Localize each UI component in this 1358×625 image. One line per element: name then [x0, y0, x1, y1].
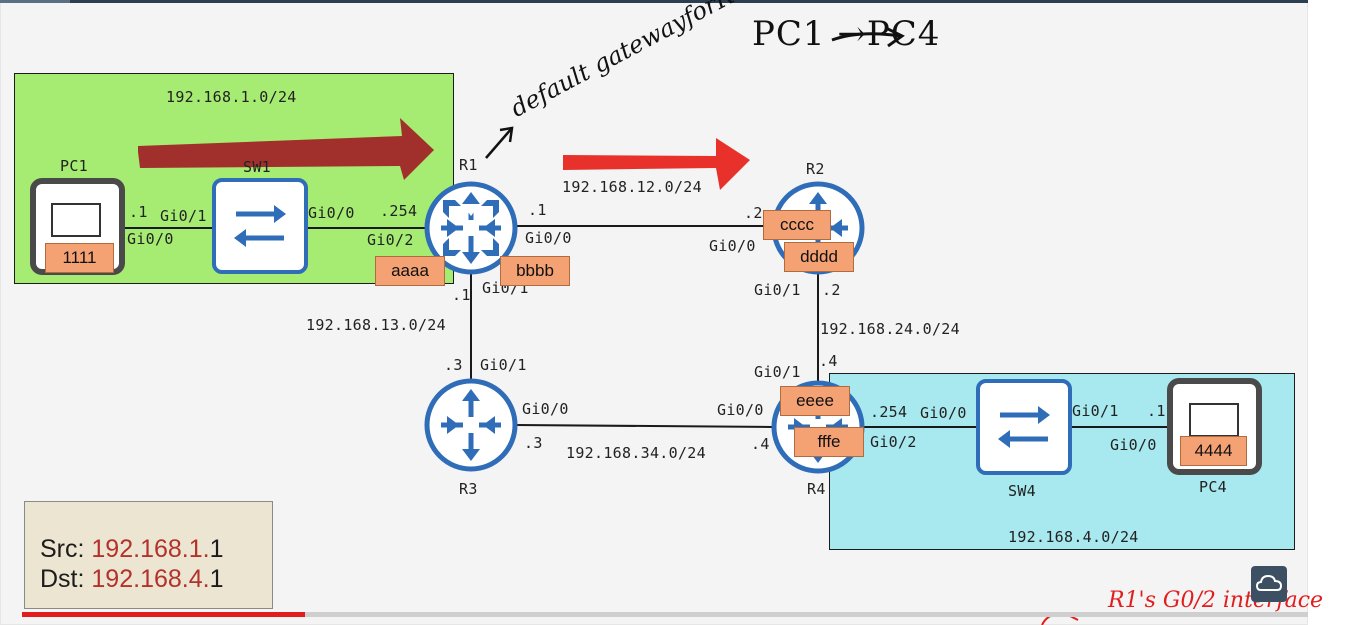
src-label: Src:: [40, 535, 85, 563]
if-r3-r1-host: .3: [444, 356, 463, 374]
pen-arrow-icon: [485, 126, 514, 159]
if-pc4-host: .1: [1147, 402, 1166, 420]
subnet-label-lan4: 192.168.4.0/24: [1008, 528, 1139, 546]
if-pc4: Gi0/0: [1110, 436, 1157, 454]
if-r4-r3-host: .4: [751, 435, 770, 453]
if-r2-r4: Gi0/1: [754, 281, 801, 299]
src-host: 1: [209, 535, 224, 563]
if-r2-r1: Gi0/0: [709, 237, 756, 255]
r1-icon: [424, 181, 518, 275]
dst-line: Dst: 192.168.4.1: [40, 564, 272, 594]
device-label-r3: R3: [459, 480, 478, 498]
window-top-bar-accent: [0, 0, 70, 3]
subnet-label-r2-r4: 192.168.24.0/24: [820, 320, 960, 338]
if-r3-r4: Gi0/0: [522, 400, 569, 418]
video-progress-bar[interactable]: [22, 612, 1308, 617]
if-r1-lan: Gi0/2: [367, 231, 414, 249]
subnet-label-r1-r3: 192.168.13.0/24: [306, 316, 446, 334]
dst-host: 1: [209, 565, 224, 593]
cloud-button[interactable]: [1251, 566, 1287, 602]
if-r3-r1: Gi0/1: [480, 356, 527, 374]
subnet-label-r1-r2: 192.168.12.0/24: [562, 178, 702, 196]
device-label-r1: R1: [459, 156, 478, 174]
mac-tag-r4-g01: eeee: [780, 386, 850, 416]
if-r2-r4-host: .2: [822, 281, 841, 299]
if-r4-r2-host: .4: [819, 352, 838, 370]
links: [124, 225, 1168, 428]
if-r2-r1-host: .2: [744, 204, 763, 222]
handwritten-arrow-icon: [831, 26, 905, 48]
r3-icon: [424, 378, 518, 472]
dst-label: Dst:: [40, 565, 85, 593]
bright-red-arrow-icon: [563, 138, 750, 190]
device-label-pc4: PC4: [1199, 478, 1227, 496]
if-r1-r2-host: .1: [528, 201, 547, 219]
subnet-label-r3-r4: 192.168.34.0/24: [566, 444, 706, 462]
device-label-sw4: SW4: [1008, 482, 1036, 500]
mac-tag-r4-g02: fffe: [794, 427, 864, 457]
src-line: Src: 192.168.1.1: [40, 534, 272, 564]
device-label-pc1: PC1: [60, 157, 88, 175]
device-label-sw1: SW1: [243, 158, 271, 176]
if-r4-lan-host: .254: [870, 403, 908, 421]
mac-tag-pc1: 1111: [45, 243, 114, 273]
mac-tag-r2-g01: dddd: [784, 242, 854, 272]
window-top-bar: [0, 0, 1308, 3]
if-r4-r2: Gi0/1: [754, 363, 801, 381]
if-pc1-host: .1: [129, 203, 148, 221]
cloud-icon: [1255, 574, 1283, 591]
dark-red-arrow-icon: [138, 118, 434, 180]
sw1-icon: [212, 178, 308, 274]
link-r3-r4: [515, 424, 773, 428]
packet-src-dst-box: Src: 192.168.1.1 Dst: 192.168.4.1: [24, 501, 273, 609]
if-sw1-right: Gi0/0: [308, 204, 355, 222]
if-r3-r4-host: .3: [524, 434, 543, 452]
dst-network: 192.168.4.: [91, 565, 210, 593]
if-r1-r3-host: .1: [452, 286, 471, 304]
src-network: 192.168.1.: [91, 535, 210, 563]
mac-tag-r1-g02: aaaa: [375, 256, 445, 286]
device-label-r4: R4: [807, 480, 826, 498]
if-r4-r3: Gi0/0: [717, 401, 764, 419]
subnet-label-lan1: 192.168.1.0/24: [166, 88, 297, 106]
handwritten-title: PC1 →PC4: [752, 14, 941, 54]
mac-tag-pc4: 4444: [1180, 436, 1247, 466]
mac-tag-r1-g00: bbbb: [500, 256, 570, 286]
if-r1-r2: Gi0/0: [525, 229, 572, 247]
if-sw4-right: Gi0/1: [1072, 402, 1119, 420]
if-sw1-left: Gi0/1: [160, 207, 207, 225]
device-label-r2: R2: [806, 160, 825, 178]
handwritten-note: R1's G0/2 interface: [1108, 588, 1324, 613]
mac-tag-r2-g00: cccc: [763, 210, 831, 240]
if-r1-lan-host: .254: [380, 202, 418, 220]
if-r4-lan: Gi0/2: [870, 433, 917, 451]
sw4-icon: [976, 379, 1072, 475]
if-r4-lan-top: Gi0/0: [920, 404, 967, 422]
if-pc1: Gi0/0: [127, 230, 174, 248]
video-progress-fill: [22, 612, 305, 617]
